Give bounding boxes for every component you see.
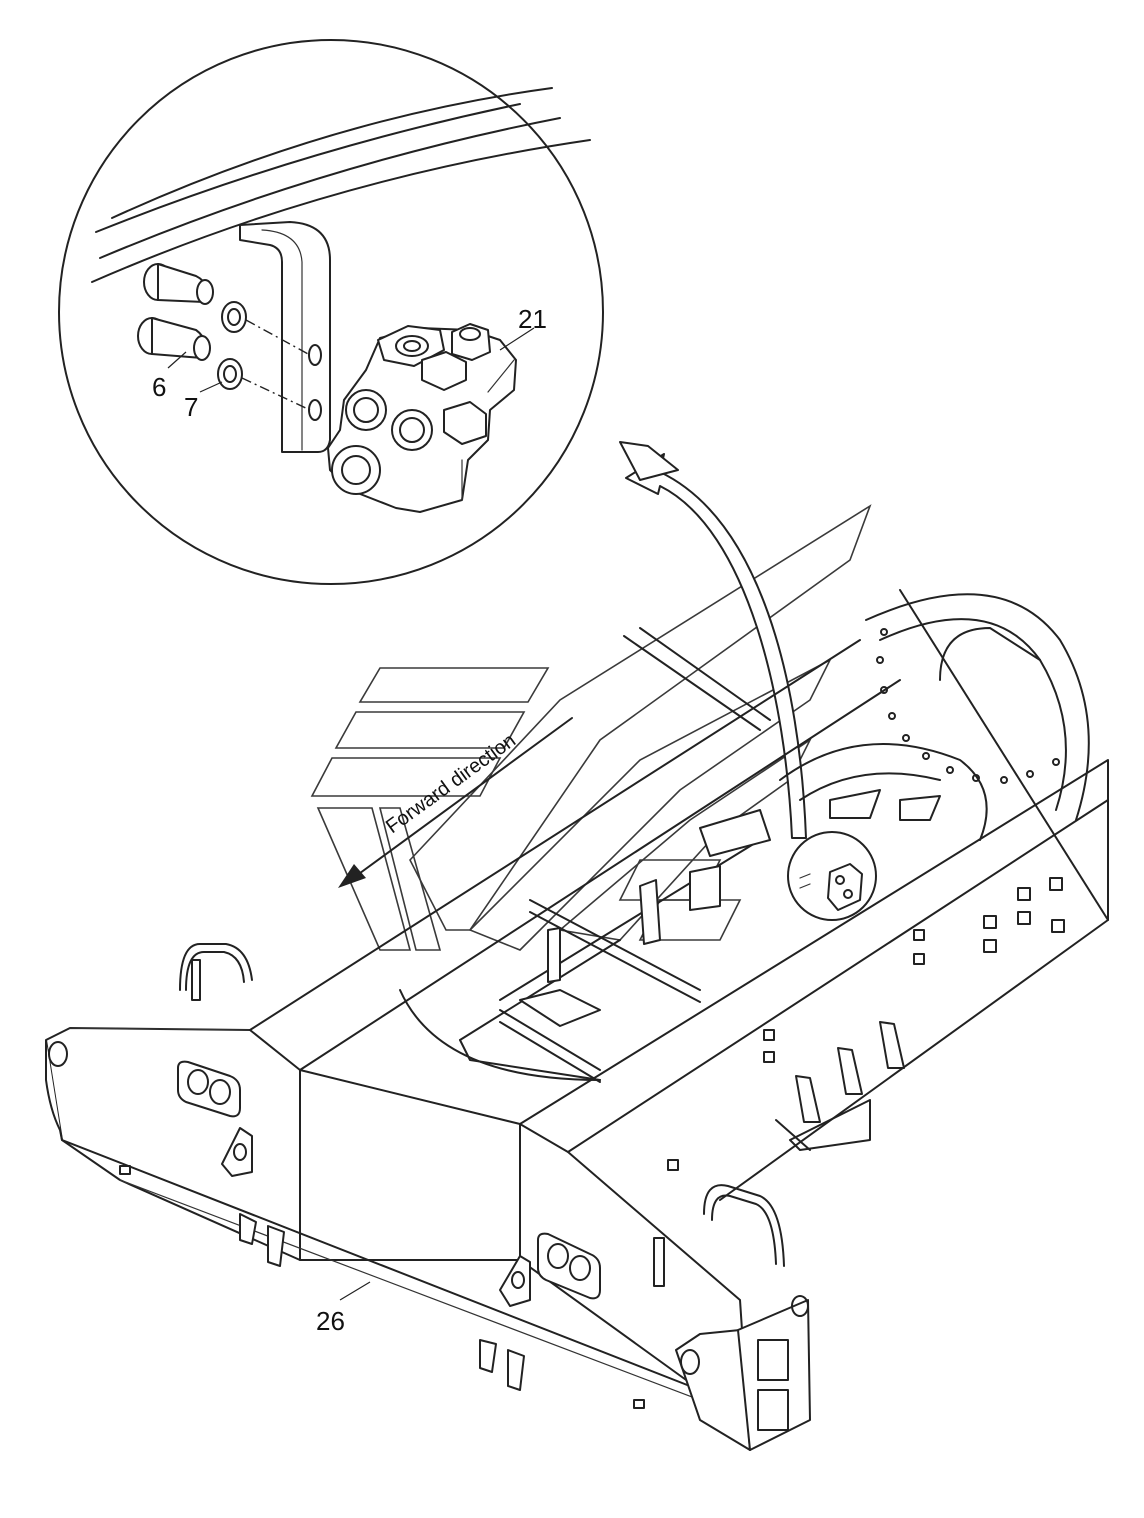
- washer-icon: [221, 301, 247, 333]
- bolt-icon: [137, 317, 211, 361]
- bolt-icon: [143, 263, 214, 305]
- callout-21: 21: [518, 304, 547, 334]
- forward-arrow-icon: [338, 717, 573, 888]
- detail-circle: [58, 39, 604, 585]
- forward-direction-label: Forward direction: [382, 729, 520, 838]
- valve-block: [327, 323, 517, 513]
- washer-icon: [217, 358, 243, 390]
- detail-locator-circle: [787, 831, 877, 921]
- detail-arrow-icon: [619, 441, 807, 839]
- main-frame: [45, 589, 1109, 1451]
- callout-26: 26: [316, 1306, 345, 1336]
- watermark-logo-icon: [310, 504, 872, 951]
- callout-7: 7: [184, 392, 198, 422]
- bracket-plate: [239, 221, 331, 453]
- detail-view: [58, 39, 604, 585]
- callout-6: 6: [152, 372, 166, 402]
